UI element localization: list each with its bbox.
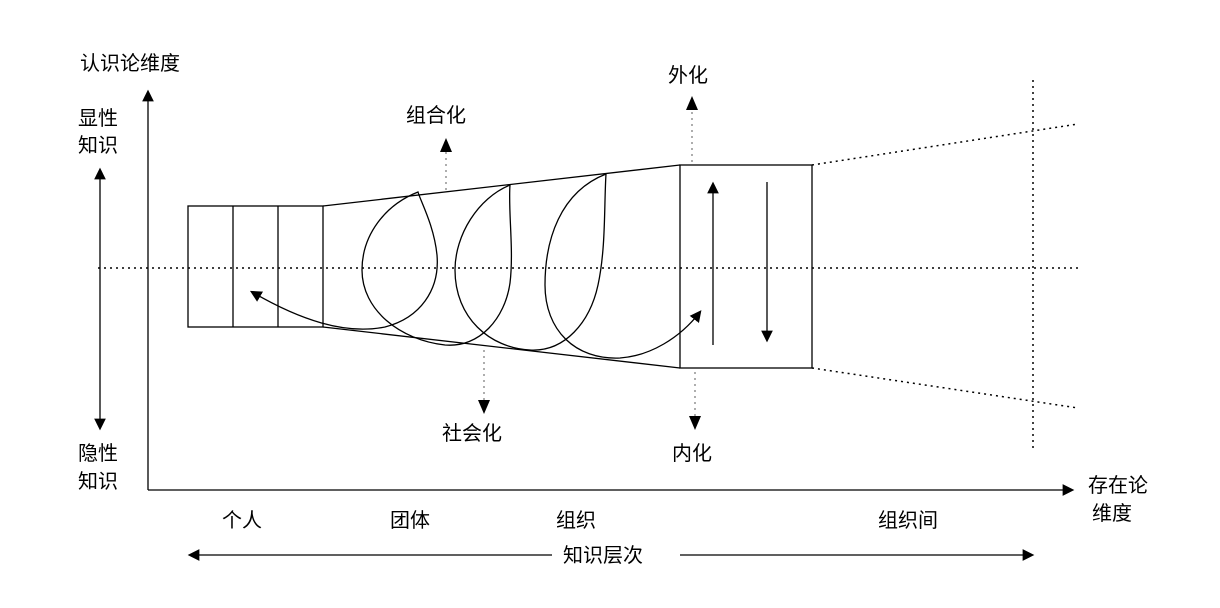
tacit-knowledge-label-line1: 隐性 xyxy=(78,441,118,465)
x-axis-title-line1: 存在论 xyxy=(1088,473,1148,497)
knowledge-levels-label: 知识层次 xyxy=(563,543,643,567)
y-axis-title: 认识论维度 xyxy=(80,51,180,75)
combination-label: 组合化 xyxy=(406,103,466,127)
organization-box xyxy=(679,164,813,369)
explicit-knowledge-label-line2: 知识 xyxy=(78,133,118,157)
externalization-label: 外化 xyxy=(668,63,708,87)
socialization-label: 社会化 xyxy=(442,421,502,445)
level-organization: 组织 xyxy=(556,508,596,532)
funnel-bottom-edge xyxy=(322,326,681,369)
combination-arrow-head xyxy=(440,138,452,152)
inter-org-bottom-dotted xyxy=(811,367,1079,409)
x-axis-title-line2: 维度 xyxy=(1092,501,1132,525)
internalization-label: 内化 xyxy=(672,441,712,465)
internalization-arrow-head xyxy=(689,416,701,430)
level-individual: 个人 xyxy=(222,508,262,532)
inter-org-top-dotted xyxy=(811,123,1079,166)
individual-box xyxy=(187,205,324,328)
level-group: 团体 xyxy=(390,508,430,532)
knowledge-spiral xyxy=(249,173,702,359)
externalization-arrow-head xyxy=(686,96,698,110)
socialization-arrow-head xyxy=(478,400,490,414)
funnel-top-edge xyxy=(322,164,681,207)
level-inter-organization: 组织间 xyxy=(878,508,938,532)
tacit-knowledge-label-line2: 知识 xyxy=(78,469,118,493)
explicit-knowledge-label-line1: 显性 xyxy=(78,106,118,130)
